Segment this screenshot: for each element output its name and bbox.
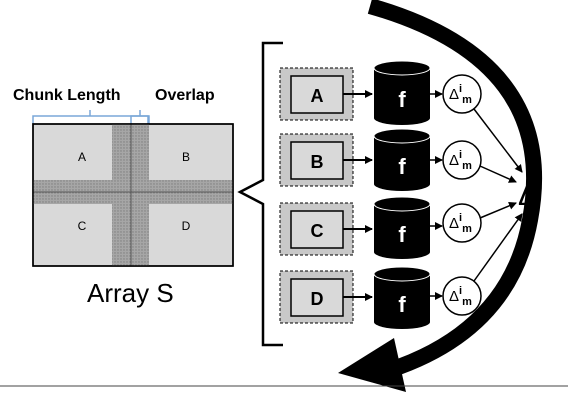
cycle-arrow xyxy=(367,0,542,378)
global-delta: Δi xyxy=(518,176,543,212)
overlap-label: Overlap xyxy=(155,87,215,104)
arrow-d-to-delta xyxy=(473,213,523,282)
arrow-b-to-delta xyxy=(479,165,517,183)
chunk-row-a: A xyxy=(279,67,354,121)
svg-text:f: f xyxy=(398,87,406,112)
local-delta-a: Δim xyxy=(442,74,482,114)
cycle-arrow-head xyxy=(338,338,406,392)
local-delta-c: Δim xyxy=(442,203,482,243)
chunk-length-label: Chunk Length xyxy=(13,87,121,104)
svg-text:Δim: Δim xyxy=(449,83,472,106)
chunk-label: D xyxy=(311,289,324,309)
svg-text:f: f xyxy=(398,154,406,179)
quadrant-label-d: D xyxy=(182,219,191,233)
function-cylinder-a: f xyxy=(373,60,431,125)
function-cylinder-d: f xyxy=(373,266,431,329)
svg-text:Δim: Δim xyxy=(449,212,472,235)
function-cylinder-c: f xyxy=(373,196,431,259)
quadrant-label-b: B xyxy=(182,150,190,164)
local-delta-d: Δim xyxy=(442,276,482,316)
svg-text:f: f xyxy=(398,292,406,317)
chunk-label: C xyxy=(311,221,324,241)
quadrant-label-c: C xyxy=(78,219,87,233)
svg-text:f: f xyxy=(398,222,406,247)
chunk-row-c: C xyxy=(279,202,354,256)
chunk-row-b: B xyxy=(279,133,354,187)
overlap-bracket xyxy=(130,115,150,124)
chunk-label: A xyxy=(311,86,324,106)
arrow-c-to-delta xyxy=(479,202,517,219)
local-delta-b: Δim xyxy=(442,140,482,180)
arrow-a-to-delta xyxy=(473,108,523,173)
array-s: A B C D xyxy=(32,123,234,267)
quadrant-label-a: A xyxy=(78,150,86,164)
chunk-label: B xyxy=(311,152,324,172)
function-cylinder-b: f xyxy=(373,128,431,191)
svg-text:Δim: Δim xyxy=(449,149,472,172)
chunk-row-d: D xyxy=(279,270,354,324)
array-name: Array S xyxy=(87,278,174,308)
svg-text:Δim: Δim xyxy=(449,285,472,308)
curly-brace xyxy=(237,41,283,347)
